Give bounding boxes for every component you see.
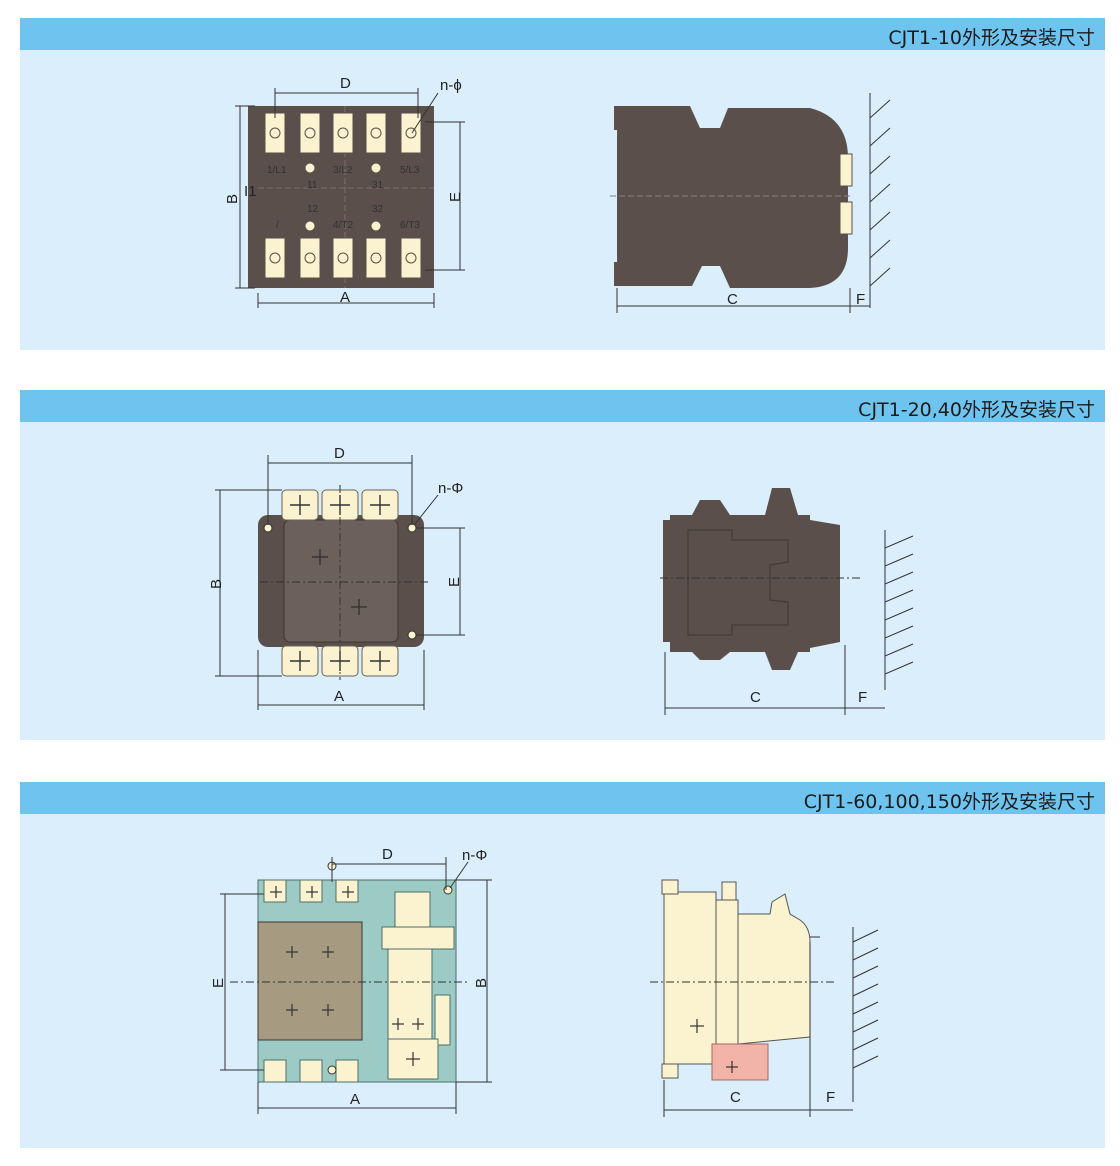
dim-label: C [730,1089,741,1106]
aux-label: 11 [307,180,318,191]
dim-label: B [473,978,490,988]
aux-label: 12 [307,204,319,215]
dim-label: D [340,75,351,92]
dim-label: E [447,192,464,202]
side-view: C F [610,93,891,313]
dim-label: E [446,577,463,587]
panel-header: CJT1-60,100,150外形及安装尺寸 [20,782,1105,814]
front-view-diagram: D n-Φ B E A C F [208,445,914,715]
panel-cjt1-10: CJT1-10外形及安装尺寸 1/L1 3/L2 5/L3 / 4/T2 [20,18,1105,350]
terminal-label: 1/L1 [267,165,287,176]
front-view-diagram: D n-Φ E B A [210,846,879,1117]
aux-label: 31 [372,180,384,191]
dim-label: B [208,579,225,589]
dim-label: A [334,688,344,705]
dim-label: n-ϕ [440,77,462,94]
aux-label: 32 [372,204,384,215]
side-view: C F [650,879,879,1117]
dim-label: F [858,689,867,706]
dim-label: B [224,194,241,204]
dim-label: A [350,1091,360,1108]
terminal-label: 6/T3 [400,220,420,231]
dim-label: n-Φ [438,480,463,497]
panel-title: CJT1-10外形及安装尺寸 [888,27,1095,49]
dim-label: I1 [244,183,257,200]
dim-label: A [340,289,350,306]
terminal-label: 3/L2 [333,165,353,176]
panel-header: CJT1-10外形及安装尺寸 [20,18,1105,50]
dim-label: C [750,689,761,706]
dim-label: C [727,291,738,308]
dim-label: n-Φ [462,847,487,864]
terminal-label: / [276,220,279,231]
panel-title: CJT1-20,40外形及安装尺寸 [858,399,1095,421]
terminal-label: 5/L3 [400,165,420,176]
dim-label: E [210,978,227,988]
dim-label: D [334,445,345,462]
terminal-label: 4/T2 [333,220,353,231]
panel-title: CJT1-60,100,150外形及安装尺寸 [803,791,1095,813]
dim-label: F [856,291,865,308]
side-view: C F [660,488,914,715]
dim-label: D [382,846,393,863]
panel-cjt1-20-40: CJT1-20,40外形及安装尺寸 [20,390,1105,740]
front-view-diagram: 1/L1 3/L2 5/L3 / 4/T2 6/T3 11 31 12 32 D… [224,75,891,313]
dim-label: F [826,1089,835,1106]
panel-cjt1-60-100-150: CJT1-60,100,150外形及安装尺寸 [20,782,1105,1148]
panel-header: CJT1-20,40外形及安装尺寸 [20,390,1105,422]
